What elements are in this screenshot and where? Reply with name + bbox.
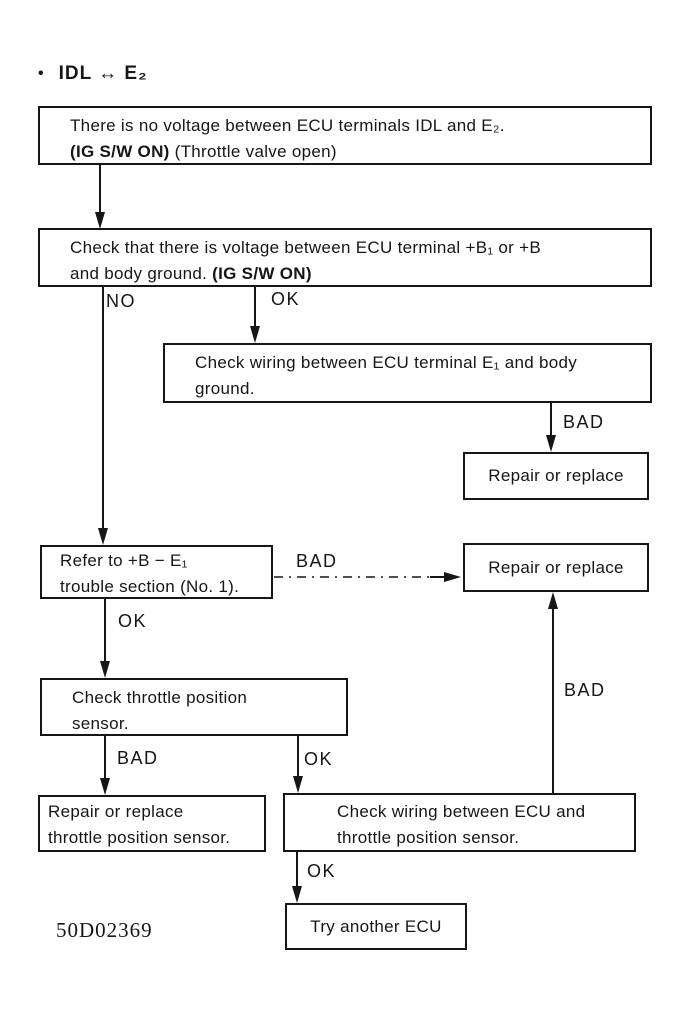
arrow-ok-to-try-ecu: [292, 852, 302, 903]
box-text-bold: (IG S/W ON): [70, 142, 170, 161]
box-text-line: Repair or replace: [48, 802, 184, 821]
box-text-line: Refer to +B − E₁: [60, 551, 188, 570]
box-text-line: Check that there is voltage between ECU …: [70, 238, 542, 257]
branch-label-ok: OK: [307, 861, 337, 881]
box-text-bold: (IG S/W ON): [212, 264, 312, 283]
box-text-line: There is no voltage between ECU terminal…: [70, 116, 505, 135]
arrow-ok-branch: [250, 287, 260, 343]
bullet-icon: •: [38, 65, 45, 82]
page-title-text: IDL ↔ E₂: [58, 63, 148, 84]
arrow-bad-dashed-to-repair2: [274, 572, 461, 582]
arrow-bad-to-repair1: [546, 403, 556, 452]
branch-label-ok: OK: [304, 749, 334, 769]
arrow-bad-up-to-repair2: [548, 592, 558, 793]
flow-box-check-voltage: Check that there is voltage between ECU …: [38, 228, 652, 287]
box-text-line: Check wiring between ECU and: [337, 802, 586, 821]
branch-label-ok: OK: [118, 611, 148, 631]
flow-box-check-wiring-tps: Check wiring between ECU and throttle po…: [283, 793, 636, 852]
box-text-line: Check throttle position: [72, 688, 248, 707]
box-text-line: Check wiring between ECU terminal E₁ and…: [195, 353, 578, 372]
arrow-bad-to-repair-tps: [100, 736, 110, 795]
figure-code: 50D02369: [56, 918, 153, 942]
flow-box-repair-replace-2: Repair or replace: [463, 543, 649, 592]
branch-label-bad: BAD: [563, 412, 605, 432]
branch-label-bad: BAD: [564, 680, 606, 700]
arrow-ok-to-check-tps: [100, 599, 110, 678]
flow-box-no-voltage: There is no voltage between ECU terminal…: [38, 106, 652, 165]
flow-box-check-wiring-e1: Check wiring between ECU terminal E₁ and…: [163, 343, 652, 403]
branch-label-no: NO: [106, 291, 136, 311]
box-text-line: Try another ECU: [310, 916, 442, 936]
box-text-line: ground.: [195, 379, 255, 398]
flow-box-repair-replace-1: Repair or replace: [463, 452, 649, 500]
box-text-line: and body ground. (IG S/W ON): [70, 261, 642, 287]
flow-box-repair-tps: Repair or replace throttle position sens…: [38, 795, 266, 852]
page-title: • IDL ↔ E₂: [38, 63, 148, 85]
box-text-line: Repair or replace: [488, 557, 624, 577]
box-text-rest: (Throttle valve open): [169, 142, 337, 161]
flow-box-check-tps: Check throttle position sensor.: [40, 678, 348, 736]
branch-label-bad: BAD: [117, 748, 159, 768]
box-text-rest: and body ground.: [70, 264, 213, 283]
box-text-line: Repair or replace: [488, 466, 624, 485]
arrow-no-branch: [98, 287, 108, 545]
arrow-box1-to-box2: [95, 164, 105, 229]
box-text-line: throttle position sensor.: [337, 828, 520, 847]
flow-box-try-ecu: Try another ECU: [285, 903, 467, 950]
box-text-line: (IG S/W ON) (Throttle valve open): [70, 139, 642, 165]
flow-box-refer-trouble: Refer to +B − E₁ trouble section (No. 1)…: [40, 545, 273, 599]
box-text-line: sensor.: [72, 714, 129, 733]
box-text-line: throttle position sensor.: [48, 828, 231, 847]
branch-label-ok: OK: [271, 289, 301, 309]
box-text-line: trouble section (No. 1).: [60, 577, 240, 596]
arrow-ok-to-check-wiring-tps: [293, 736, 303, 793]
branch-label-bad: BAD: [296, 551, 338, 571]
